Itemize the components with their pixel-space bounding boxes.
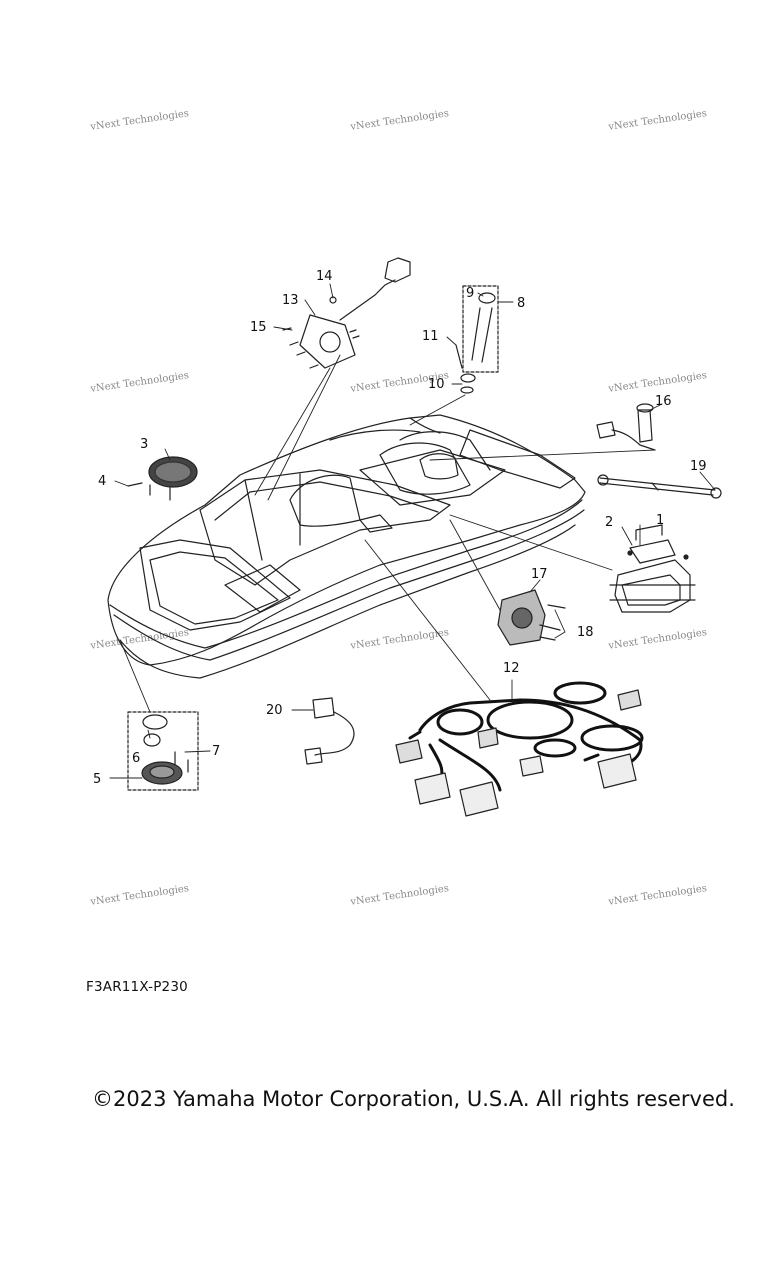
callout-15: 15 — [250, 320, 267, 335]
harness-connectors — [395, 689, 642, 817]
boat-hull — [107, 414, 586, 679]
callout-2: 2 — [605, 515, 613, 530]
connector-20 — [304, 697, 355, 765]
callout-6: 6 — [132, 751, 140, 766]
callout-12: 12 — [503, 661, 520, 676]
callout-10: 10 — [428, 377, 445, 392]
fuel-filler-assembly — [455, 285, 499, 394]
callout-11: 11 — [422, 329, 439, 344]
callout-1: 1 — [656, 513, 664, 528]
speaker-grille — [127, 456, 198, 501]
callout-3: 3 — [140, 437, 148, 452]
callout-8: 8 — [517, 296, 525, 311]
callout-labels: 1 2 3 4 5 6 7 8 9 10 11 12 13 14 15 16 1… — [93, 269, 707, 787]
battery-cable — [597, 474, 722, 499]
callout-18: 18 — [577, 625, 594, 640]
gauge-plate-assembly — [282, 257, 411, 369]
callout-14: 14 — [316, 269, 333, 284]
battery-tray — [609, 524, 696, 613]
callout-5: 5 — [93, 772, 101, 787]
callout-16: 16 — [655, 394, 672, 409]
amplifier-unit — [497, 589, 566, 646]
callout-7: 7 — [212, 744, 220, 759]
callout-13: 13 — [282, 293, 299, 308]
callout-9: 9 — [466, 286, 474, 301]
copyright-notice: ©2023 Yamaha Motor Corporation, U.S.A. A… — [92, 1087, 735, 1111]
callout-19: 19 — [690, 459, 707, 474]
leader-lines — [109, 283, 716, 779]
sensor-assembly — [596, 403, 656, 451]
drain-plug-assembly — [127, 711, 199, 791]
diagram-code: F3AR11X-P230 — [86, 979, 188, 995]
callout-20: 20 — [266, 703, 283, 718]
callout-4: 4 — [98, 474, 106, 489]
callout-17: 17 — [531, 567, 548, 582]
